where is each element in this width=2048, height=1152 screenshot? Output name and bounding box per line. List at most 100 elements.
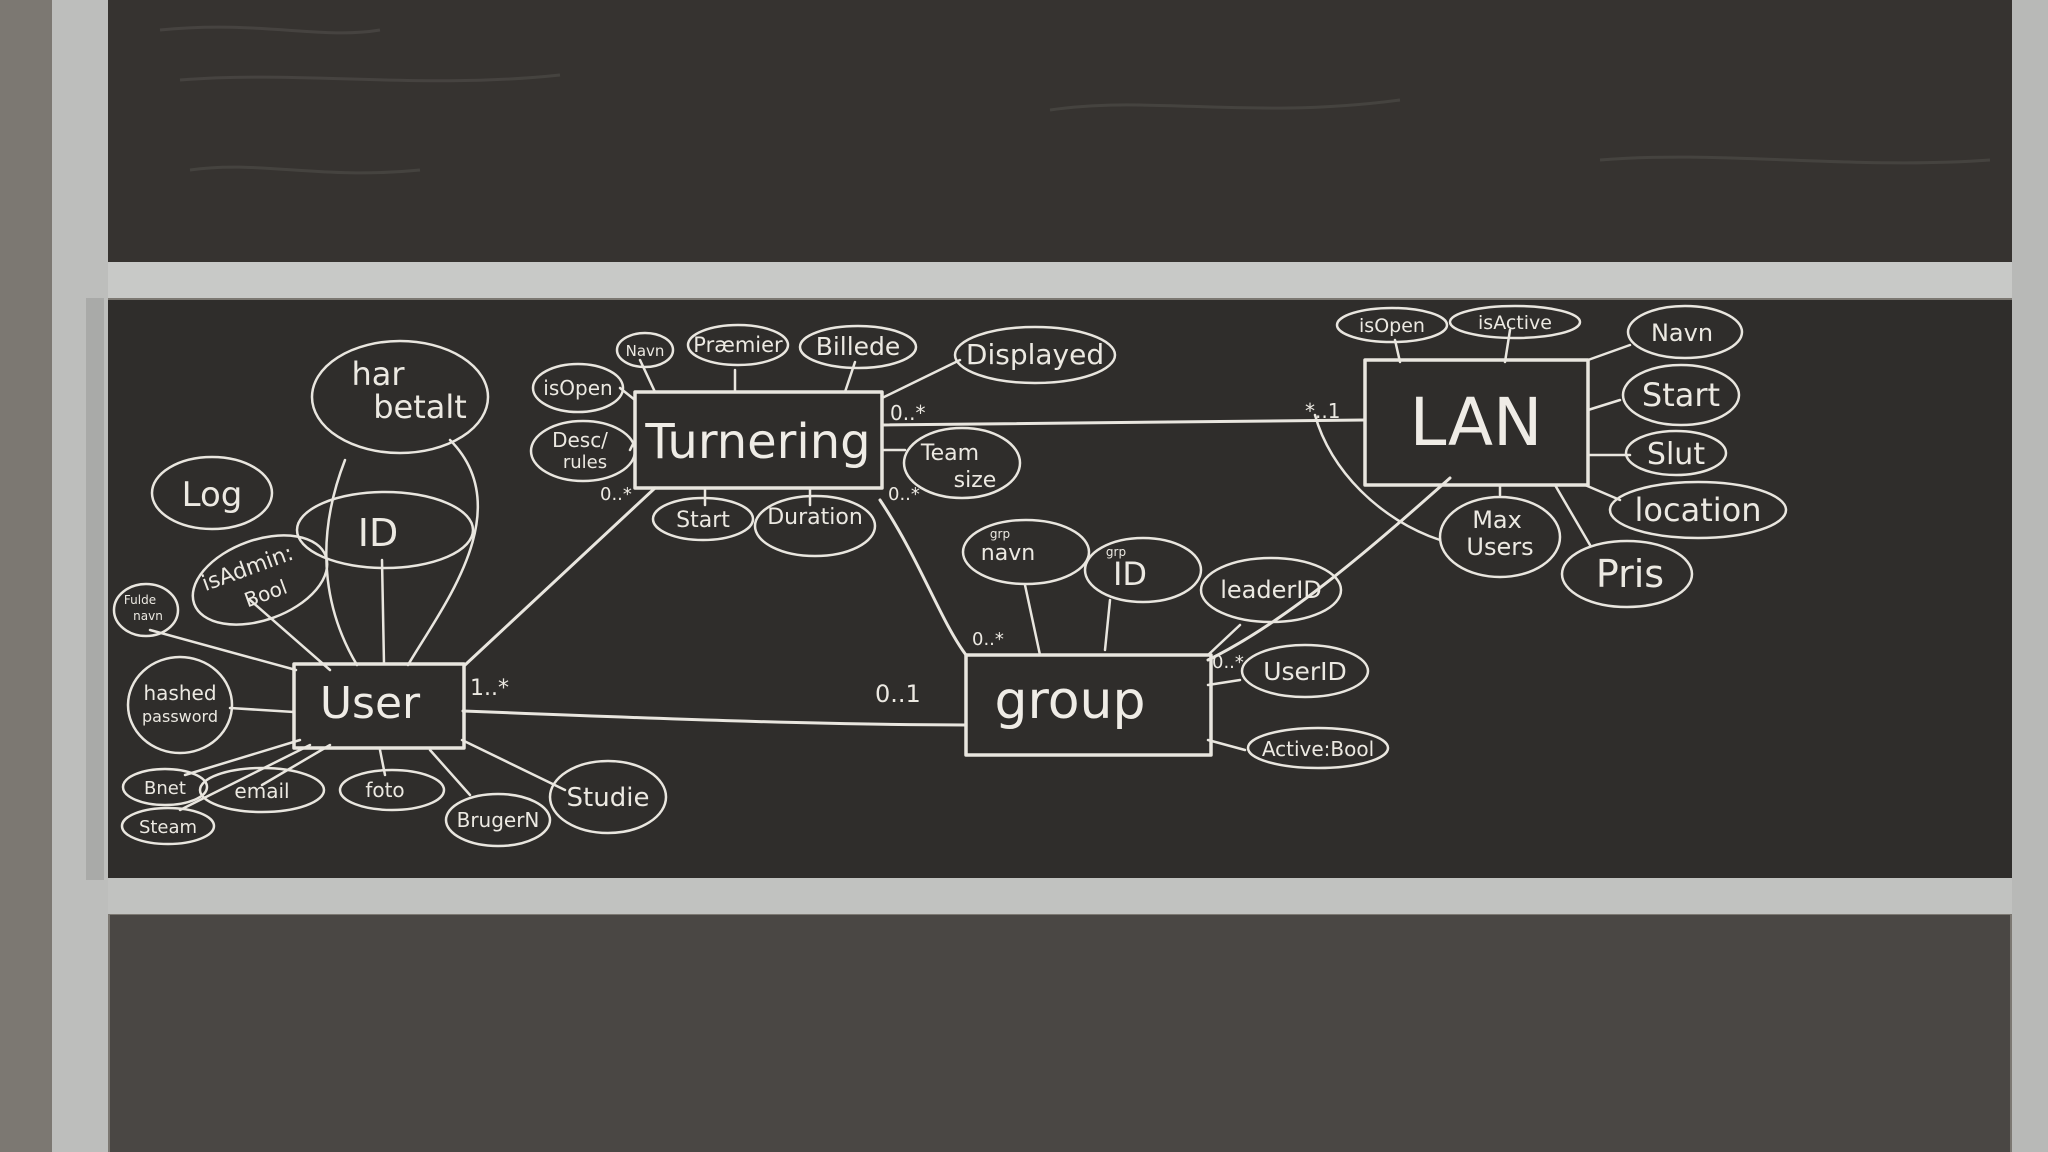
board-frame-bottom	[100, 878, 2030, 914]
attribute-ellipse	[1608, 480, 1788, 540]
attribute-ellipse	[1240, 643, 1370, 699]
attribute-ellipse	[1621, 363, 1741, 427]
multiplicities: 0..* *..1 1..* 0..* 0..1 0..* 0..* 0..*	[470, 399, 1340, 708]
attribute-label: Desc/	[552, 428, 608, 452]
mult-turnering-lan-l: *..1	[1305, 399, 1340, 423]
attribute-label: ID	[358, 511, 398, 555]
attribute-ellipse	[1626, 304, 1744, 360]
attribute-ellipse	[120, 806, 216, 846]
attribute-label: Pris	[1596, 552, 1664, 596]
attr-bnet: Bnet	[121, 767, 209, 807]
attr-team-size: Team size	[902, 426, 1022, 500]
attribute-label: foto	[365, 778, 404, 802]
attribute-connector	[1586, 343, 1632, 362]
entity-lan-label: LAN	[1410, 384, 1543, 461]
attribute-label: Billede	[816, 332, 901, 361]
attribute-label: password	[142, 707, 218, 726]
attr-praemier: Præmier	[686, 323, 790, 367]
attribute-ellipse	[651, 496, 755, 542]
attribute-label: Users	[1466, 533, 1533, 561]
attr-isactive: isActive	[1448, 304, 1582, 340]
attribute-label: har	[351, 355, 405, 393]
attribute-ellipse	[961, 518, 1091, 586]
attribute-label: Displayed	[966, 338, 1104, 371]
line-turnering-lan	[880, 418, 1367, 427]
attribute-ellipse	[150, 455, 274, 531]
line-group-lan	[1206, 476, 1452, 662]
attribute-label: hashed	[143, 681, 216, 705]
attribute-label: Active:Bool	[1262, 737, 1374, 761]
entity-group-label: group	[994, 671, 1145, 731]
entity-lan: LAN	[1363, 358, 1590, 487]
upper-chalkboard	[108, 0, 2028, 268]
attribute-ellipse	[310, 339, 490, 455]
entity-box	[633, 390, 884, 490]
concrete-wall	[110, 915, 2010, 1152]
attribute-connector	[380, 558, 386, 666]
attribute-label: navn	[133, 609, 163, 623]
attribute-connector	[1206, 678, 1242, 687]
attribute-connector	[638, 358, 657, 394]
attribute-label: location	[1635, 491, 1762, 529]
attr-studie: Studie	[548, 759, 668, 835]
attribute-label: Bnet	[144, 778, 186, 799]
attribute-ellipse	[753, 494, 877, 558]
attribute-connector	[260, 743, 332, 787]
attr-desc-rules: Desc/ rules	[529, 419, 637, 483]
attribute-ellipse	[295, 490, 475, 570]
attribute-ellipse	[112, 582, 180, 638]
attribute-label: grp	[990, 527, 1010, 541]
attribute-label: BrugerN	[457, 808, 540, 832]
board-frame-left-inner	[86, 298, 104, 880]
attribute-ellipse	[548, 759, 668, 835]
attr-navn-turnering: Navn	[615, 331, 675, 369]
attribute-label: Log	[182, 475, 243, 515]
attribute-label: isActive	[1478, 312, 1552, 334]
mult-turnering-group-g: 0..*	[972, 629, 1004, 650]
line-turnering-group	[878, 498, 968, 657]
attributes: har betalt Log ID isAdmin: Bool Fulde na…	[112, 304, 1788, 848]
attribute-label: Start	[1642, 376, 1720, 414]
mult-turnering-group-t: 0..*	[888, 484, 920, 505]
attribute-label: Navn	[1651, 319, 1713, 347]
entity-turnering: Turnering	[633, 390, 884, 490]
attr-max-users: Max Users	[1438, 495, 1562, 579]
attr-user-id: UserID	[1240, 643, 1370, 699]
board-frame-right	[2012, 0, 2048, 1152]
attribute-connector	[1206, 738, 1247, 752]
attr-grp-id: grp ID	[1083, 536, 1203, 604]
attr-email: email	[198, 766, 326, 814]
attribute-connector	[1206, 623, 1242, 657]
attribute-label: Start	[676, 508, 730, 533]
attribute-ellipse	[1083, 536, 1203, 604]
attribute-label: Navn	[626, 342, 665, 360]
attribute-connector	[1586, 398, 1622, 412]
attr-pris: Pris	[1560, 539, 1694, 609]
attribute-ellipse	[902, 426, 1022, 500]
attr-fulde-navn: Fulde navn	[112, 582, 180, 638]
attribute-ellipse	[444, 792, 552, 848]
attribute-label: Præmier	[693, 333, 783, 357]
attribute-connectors	[148, 328, 1632, 812]
attribute-ellipse	[1199, 556, 1343, 624]
attr-log: Log	[150, 455, 274, 531]
attribute-ellipse	[615, 331, 675, 369]
entity-box	[292, 662, 466, 750]
attribute-label: email	[234, 779, 289, 803]
attr-isopen-lan: isOpen	[1335, 306, 1449, 344]
entity-box	[964, 653, 1213, 757]
attribute-connector	[460, 738, 567, 792]
mult-user-turnering-u: 1..*	[470, 676, 509, 701]
attribute-connector	[228, 706, 296, 714]
entity-group: group	[964, 653, 1213, 757]
attribute-connector	[406, 438, 480, 667]
attr-duration: Duration	[753, 494, 877, 558]
attribute-ellipse	[126, 655, 234, 755]
attribute-ellipse	[191, 534, 329, 626]
mult-user-group-g: 0..1	[875, 680, 921, 708]
attr-brugernavn: BrugerN	[444, 792, 552, 848]
attribute-connector	[1503, 328, 1512, 364]
attribute-label: UserID	[1263, 657, 1347, 686]
attribute-ellipse	[1448, 304, 1582, 340]
